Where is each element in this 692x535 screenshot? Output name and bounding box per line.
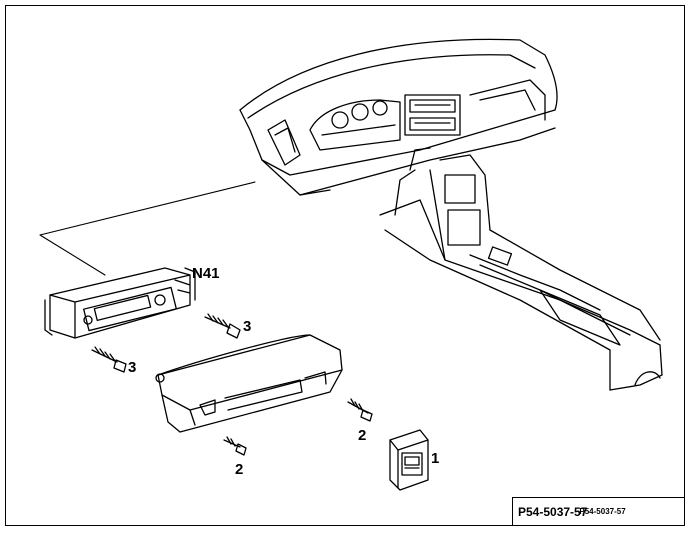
label-part-3-lower: 3 xyxy=(128,359,136,376)
screw-3-upper xyxy=(204,313,241,339)
storage-tray xyxy=(155,334,343,433)
label-part-2-right: 2 xyxy=(358,427,366,444)
screw-2-left xyxy=(223,436,247,456)
dashboard-assembly xyxy=(239,38,663,391)
radio-n41 xyxy=(44,267,196,339)
diagram-frame xyxy=(5,5,685,526)
label-part-2-left: 2 xyxy=(235,461,243,478)
screw-3-lower xyxy=(91,346,127,373)
reference-code: P54-5037-57 xyxy=(518,504,588,519)
label-n41: N41 xyxy=(192,265,220,282)
leader-lines xyxy=(39,181,256,276)
label-part-3-upper: 3 xyxy=(243,318,251,335)
label-part-1: 1 xyxy=(431,450,439,467)
reference-code-box: P54-5037-57 P54-5037-57 xyxy=(512,497,684,525)
switch-1 xyxy=(389,429,429,491)
reference-code-small: P54-5037-57 xyxy=(579,507,626,516)
screw-2-right xyxy=(347,398,373,422)
